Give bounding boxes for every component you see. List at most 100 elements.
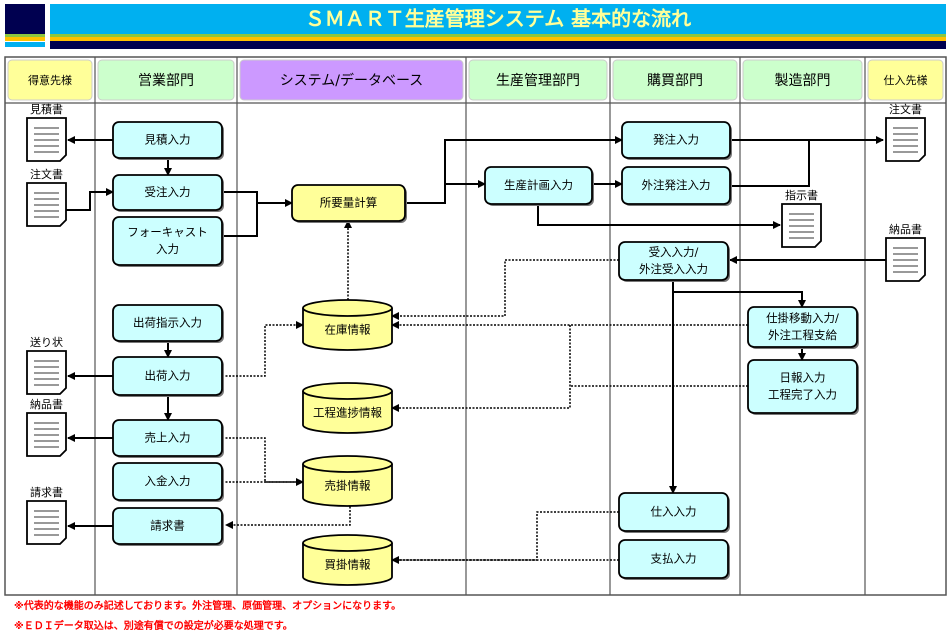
database-label: 在庫情報 [325, 323, 371, 337]
lane-header-2 [239, 59, 464, 101]
cylinder-body [302, 391, 393, 434]
cylinder-body [302, 308, 393, 351]
box-body [112, 419, 223, 457]
document-doc_okurijo: 送り状 [26, 335, 67, 395]
lane-header-label: 営業部門 [138, 73, 194, 89]
box-label: フォーキャスト [127, 225, 208, 239]
box-body [618, 492, 729, 532]
box-body [484, 166, 593, 205]
footnote-2: ※ＥＤＩデータ取込は、別途有償での設定が必要な処理です。 [14, 621, 293, 632]
process-box-nyukin: 入金入力 [112, 462, 224, 502]
lane-header-label: システム/データベース [280, 72, 424, 89]
title-stripe [50, 41, 946, 49]
document-doc_chumon_out: 注文書 [885, 102, 926, 162]
box-body [112, 507, 223, 545]
process-flow-arrow [673, 291, 806, 308]
box-label: 見積入力 [145, 133, 191, 147]
data-flow-dotted [222, 321, 304, 377]
lane-header-label: 得意先様 [28, 73, 72, 87]
title-stripe [50, 34, 946, 37]
lane-header-label: 製造部門 [775, 73, 831, 89]
process-box-shikake: 仕掛移動入力/外注工程支給 [747, 306, 859, 349]
box-body [112, 174, 223, 211]
box-body [112, 356, 223, 396]
process-box-uriage: 売上入力 [112, 419, 224, 458]
logo-stripe [5, 37, 45, 41]
document-label: 納品書 [30, 397, 63, 411]
box-body [291, 184, 406, 222]
process-flow-arrow [222, 191, 293, 207]
database-koutei: 工程進捗情報 [302, 382, 393, 434]
cylinder-top [302, 455, 393, 473]
database-kaikake: 買掛情報 [302, 534, 393, 586]
box-label: 出荷指示入力 [133, 316, 202, 330]
logo-stripe [5, 34, 45, 37]
box-label: 発注入力 [653, 133, 699, 147]
document-label: 指示書 [785, 188, 818, 202]
lane-header-label: 購買部門 [647, 73, 703, 89]
lane-header-3 [468, 59, 608, 101]
box-label: 日報入力 [780, 371, 826, 385]
document-doc_seikyu: 請求書 [26, 485, 67, 545]
lane-header-4 [612, 59, 738, 101]
process-flow-arrow [730, 140, 810, 187]
document-label: 納品書 [889, 222, 922, 236]
lane-header-5 [742, 59, 863, 101]
document-doc_shiji: 指示書 [781, 188, 822, 248]
page-title: ＳＭＡＲＴ生産管理システム 基本的な流れ [305, 7, 691, 31]
process-box-seikyu: 請求書 [112, 507, 224, 546]
lane-header-6 [867, 59, 944, 101]
cylinder-top [302, 534, 393, 552]
box-body [747, 359, 858, 414]
process-box-mitsumori: 見積入力 [112, 121, 224, 160]
box-label: 仕入入力 [651, 505, 697, 519]
document-label: 注文書 [30, 167, 63, 181]
box-label: 生産計画入力 [504, 178, 573, 192]
document-label: 請求書 [30, 485, 63, 499]
box-body [747, 306, 858, 348]
title-stripe [50, 37, 946, 41]
lane-header-1 [97, 59, 235, 101]
document-doc_mitsumori: 見積書 [26, 102, 67, 162]
process-box-hacchu: 発注入力 [621, 121, 732, 160]
process-flow-arrow [66, 188, 114, 211]
box-label: 入金入力 [145, 474, 191, 488]
cylinder-body [302, 543, 393, 586]
process-box-gaichu_hacchu: 外注発注入力 [621, 166, 732, 206]
process-box-shoyoryo: 所要量計算 [291, 184, 407, 223]
cylinder-top [302, 382, 393, 400]
process-box-juchu: 受注入力 [112, 174, 224, 212]
process-box-shiharai: 支払入力 [618, 539, 730, 580]
box-body [621, 166, 731, 205]
title-bar [50, 4, 946, 34]
cylinder-body [302, 464, 393, 507]
document-doc_nohin_in: 納品書 [885, 222, 926, 282]
box-label: 仕掛移動入力/ [766, 311, 839, 325]
box-label: 受注入力 [145, 185, 191, 199]
box-body [112, 462, 223, 501]
data-flow-dotted [225, 503, 351, 529]
footnote-1: ※代表的な機能のみ記述しております。外注管理、原価管理、オプションになります。 [14, 601, 402, 612]
box-label: 外注受入入力 [639, 262, 708, 276]
data-flow-dotted [391, 259, 619, 320]
box-body [112, 216, 223, 266]
process-box-shiire: 仕入入力 [618, 492, 730, 533]
box-body [112, 121, 223, 159]
lane-header-label: 生産管理部門 [496, 73, 580, 89]
box-body [618, 241, 729, 281]
box-label: 受入入力/ [649, 245, 699, 259]
box-label: 売上入力 [145, 431, 191, 445]
document-doc_nohin_out: 納品書 [26, 397, 67, 457]
box-label: 入力 [156, 242, 179, 256]
database-label: 売掛情報 [325, 479, 371, 493]
box-label: 出荷入力 [145, 369, 191, 383]
process-box-shukka: 出荷入力 [112, 356, 224, 397]
document-label: 注文書 [889, 102, 922, 116]
logo-stripe [5, 42, 45, 47]
database-urikake: 売掛情報 [302, 455, 393, 507]
database-label: 工程進捗情報 [313, 406, 382, 420]
logo-block [5, 4, 45, 34]
box-label: 外注工程支給 [768, 328, 837, 342]
